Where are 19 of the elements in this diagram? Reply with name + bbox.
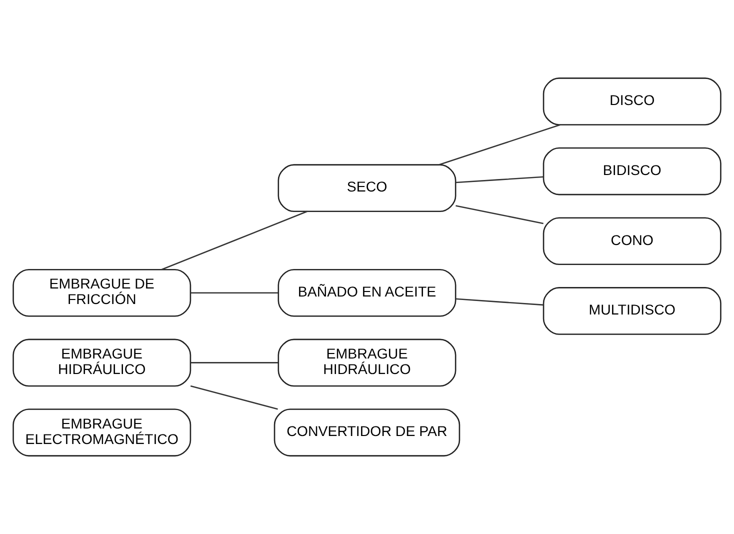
node-box: MULTIDISCO	[542, 287, 722, 335]
connector	[190, 362, 278, 364]
node-box: SECO	[278, 164, 456, 212]
connector	[456, 205, 544, 224]
node-box: BAÑADO EN ACEITE	[278, 268, 456, 317]
node-box: BIDISCO	[542, 147, 722, 196]
node-box: EMBRAGUE HIDRÁULICO	[278, 338, 456, 387]
node-box: DISCO	[542, 78, 722, 126]
connector	[190, 385, 278, 410]
node-box: EMBRAGUE HIDRÁULICO	[12, 338, 192, 387]
connector	[438, 124, 560, 166]
connector	[456, 298, 544, 306]
connector	[162, 210, 308, 270]
connector	[456, 176, 544, 184]
node-box: EMBRAGUE DE FRICCIÓN	[12, 268, 192, 317]
node-box: CONVERTIDOR DE PAR	[274, 408, 460, 456]
connector	[190, 292, 278, 294]
node-box: CONO	[542, 217, 722, 266]
node-box: EMBRAGUE ELECTROMAGNÉTICO	[12, 408, 192, 456]
